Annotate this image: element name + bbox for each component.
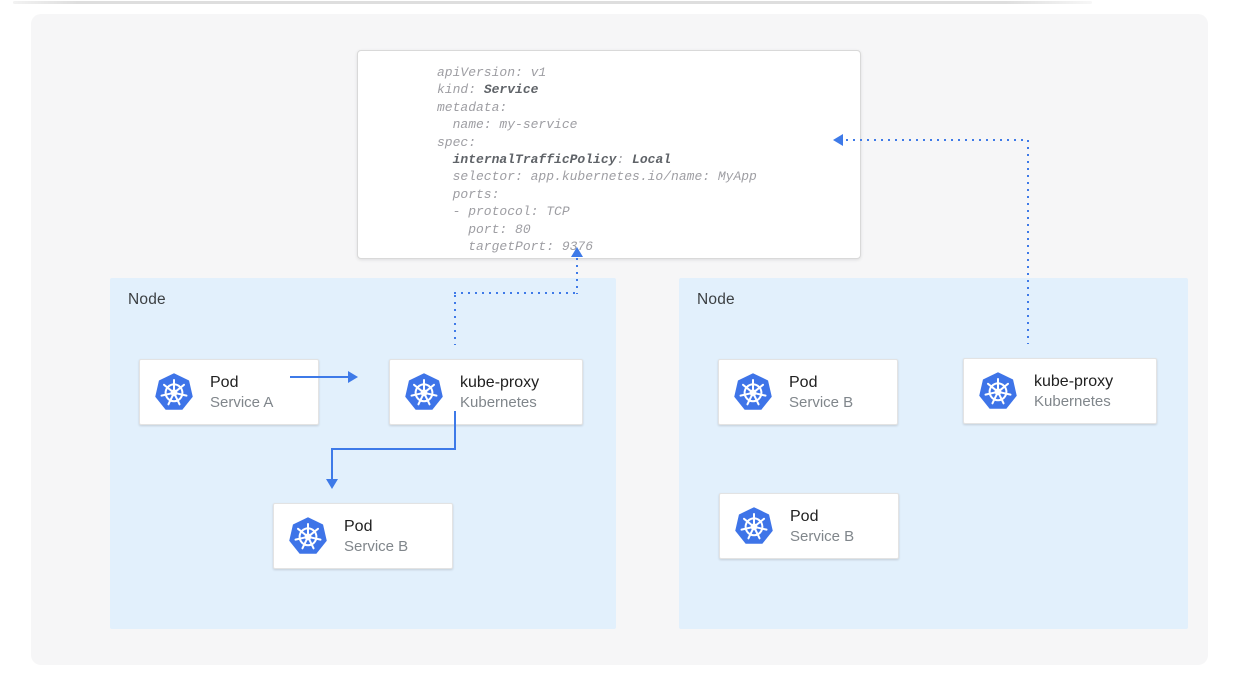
node-label: Node [697, 291, 735, 308]
card-title: Pod [344, 518, 373, 535]
pod-card-service-b-left: Pod Service B [273, 503, 453, 569]
card-title: kube-proxy [1034, 373, 1114, 390]
yaml-line: - protocol: TCP [437, 204, 570, 220]
dotted-link-left-kube-proxy-to-yaml [454, 292, 578, 294]
arrow-kube-proxy-to-pod-b [331, 448, 456, 450]
card-subtitle: Kubernetes [460, 394, 537, 411]
arrowhead-up-icon [571, 247, 583, 257]
yaml-line: ports: [437, 186, 500, 202]
kube-proxy-card-left: kube-proxy Kubernetes [389, 359, 583, 425]
yaml-line: metadata: [437, 99, 508, 115]
arrow-kube-proxy-to-pod-b [454, 411, 456, 450]
card-text: kube-proxy Kubernetes [460, 372, 539, 412]
pod-card-service-b-right-top: Pod Service B [718, 359, 898, 425]
top-divider [13, 1, 1092, 4]
card-subtitle: Service B [344, 538, 409, 555]
yaml-line: port: 80 [437, 221, 531, 237]
diagram-panel: apiVersion: v1 kind: Service metadata: n… [31, 14, 1208, 665]
pod-card-service-a: Pod Service A [139, 359, 319, 425]
kubernetes-icon [734, 506, 774, 546]
card-text: Pod Service A [210, 372, 273, 412]
kubernetes-icon [154, 372, 194, 412]
arrowhead-left-icon [833, 134, 843, 146]
kubernetes-icon [288, 516, 328, 556]
card-text: kube-proxy Kubernetes [1034, 371, 1113, 411]
card-text: Pod Service B [790, 506, 854, 546]
card-subtitle: Service B [789, 394, 854, 411]
card-subtitle: Service A [210, 394, 274, 411]
yaml-line: targetPort: 9376 [437, 239, 594, 255]
card-title: Pod [210, 374, 239, 391]
yaml-line: spec: [437, 134, 477, 150]
yaml-line: name: my-service [437, 117, 578, 133]
arrow-kube-proxy-to-pod-b [331, 448, 333, 479]
card-subtitle: Service B [790, 528, 855, 545]
card-title: Pod [790, 508, 819, 525]
yaml-line: selector: app.kubernetes.io/name: MyApp [437, 169, 757, 185]
kubernetes-icon [733, 372, 773, 412]
yaml-line: apiVersion: v1 [437, 65, 547, 80]
card-title: kube-proxy [460, 374, 540, 391]
card-subtitle: Kubernetes [1034, 393, 1111, 410]
pod-card-service-b-right-bottom: Pod Service B [719, 493, 899, 559]
arrowhead-right-icon [348, 371, 358, 383]
node-box-left: Node Pod Service A kube-proxy Kubernetes [110, 278, 616, 629]
card-text: Pod Service B [789, 372, 853, 412]
kubernetes-icon [404, 372, 444, 412]
kube-proxy-card-right: kube-proxy Kubernetes [963, 358, 1157, 424]
dotted-link-right-kube-proxy-to-yaml [846, 139, 1028, 141]
card-text: Pod Service B [344, 516, 408, 556]
yaml-line-internal-traffic-policy: internalTrafficPolicy: Local [452, 152, 672, 168]
yaml-line: kind: Service [437, 82, 539, 98]
node-box-right: Node Pod Service B kube-proxy Kubernetes [679, 278, 1188, 629]
dotted-link-left-kube-proxy-to-yaml [454, 295, 456, 345]
kubernetes-icon [978, 371, 1018, 411]
dotted-link-left-kube-proxy-to-yaml [576, 258, 578, 294]
service-yaml-card: apiVersion: v1 kind: Service metadata: n… [357, 50, 861, 259]
node-label: Node [128, 291, 166, 308]
dotted-link-right-kube-proxy-to-yaml [1027, 140, 1029, 344]
arrow-pod-a-to-kube-proxy [290, 376, 348, 378]
arrowhead-down-icon [326, 479, 338, 489]
card-title: Pod [789, 374, 818, 391]
